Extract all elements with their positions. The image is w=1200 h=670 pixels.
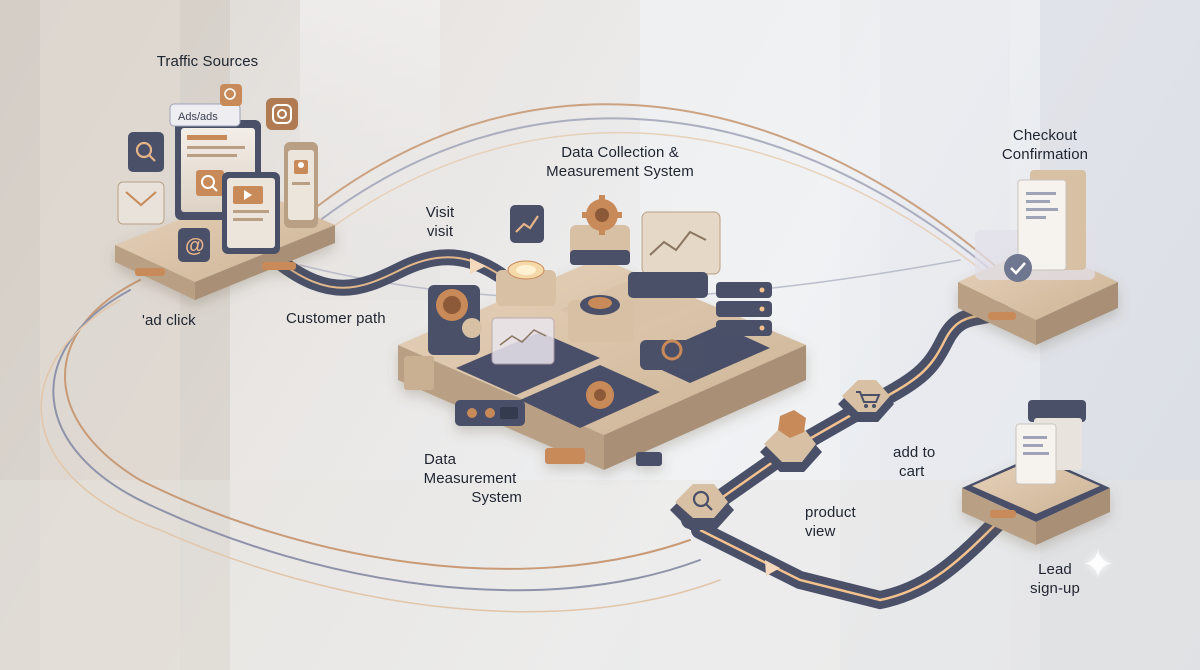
checkout-label: Checkout Confirmation (985, 126, 1105, 164)
traffic-sources-label: Traffic Sources (156, 53, 259, 70)
port (135, 268, 165, 276)
search-icon (692, 490, 713, 511)
data-measurement-label: Data Measurement System (410, 450, 530, 507)
gear-icon (582, 195, 622, 235)
path-arrow (470, 258, 486, 274)
visit-label-line-2: visit (426, 223, 454, 240)
connection-wires (40, 103, 1011, 613)
data-measurement-line-3: System (471, 489, 522, 506)
path-arrow-lead (765, 560, 780, 576)
visit-label: Visit visit (405, 203, 475, 241)
lead-signup-label: Lead sign-up (1010, 560, 1100, 598)
add-to-cart-line-2: cart (899, 463, 925, 480)
hub-components (428, 195, 772, 409)
data-collection-label-line-2: Measurement System (546, 163, 694, 180)
lead-signup-line-2: sign-up (1030, 580, 1080, 597)
mail-icon (117, 181, 165, 225)
data-collection-label-line-1: Data Collection & (561, 144, 679, 161)
checkout-label-line-1: Checkout (1012, 127, 1078, 144)
traffic-source-devices: Ads/ads @ (117, 84, 318, 262)
lead-form (1015, 400, 1086, 485)
instagram-icon (266, 98, 298, 130)
port (262, 262, 296, 270)
data-measurement-line-1: Data (424, 451, 457, 468)
checkmark-icon (1004, 254, 1032, 282)
cart-icon (856, 391, 881, 408)
customer-path-label: Customer path (286, 310, 386, 327)
svg-text:@: @ (185, 235, 205, 257)
lead-platform (962, 455, 1110, 545)
add-to-cart-line-1: add to (893, 444, 936, 461)
ad-click-label: 'ad click (142, 312, 196, 329)
search-icon (128, 132, 164, 172)
at-sign-icon (178, 228, 210, 262)
hexagon-node (760, 410, 822, 472)
checkout-label-line-2: Confirmation (1001, 146, 1089, 163)
product-view-line-2: view (805, 523, 836, 540)
data-measurement-line-2: Measurement (423, 470, 517, 487)
product-view-line-1: product (805, 504, 856, 521)
product-view-node (670, 484, 734, 530)
add-to-cart-label: add to cart (893, 443, 963, 481)
sparkle-icon: ✦ (1081, 543, 1115, 587)
search-icon (196, 170, 224, 196)
add-to-cart-node (838, 380, 894, 422)
line-chart-icon (510, 205, 544, 243)
server-icon (716, 282, 772, 336)
lead-signup-line-1: Lead (1038, 561, 1072, 578)
product-view-label: product view (805, 503, 885, 541)
customer-path (272, 249, 508, 296)
ads-tag: Ads/ads (178, 111, 218, 123)
gear-icon (586, 381, 614, 409)
checkout-receipt (975, 170, 1095, 282)
data-collection-label: Data Collection & Measurement System (525, 143, 715, 181)
search-icon (220, 84, 242, 106)
visit-label-line-1: Visit (425, 204, 455, 221)
line-chart-icon (649, 230, 707, 256)
